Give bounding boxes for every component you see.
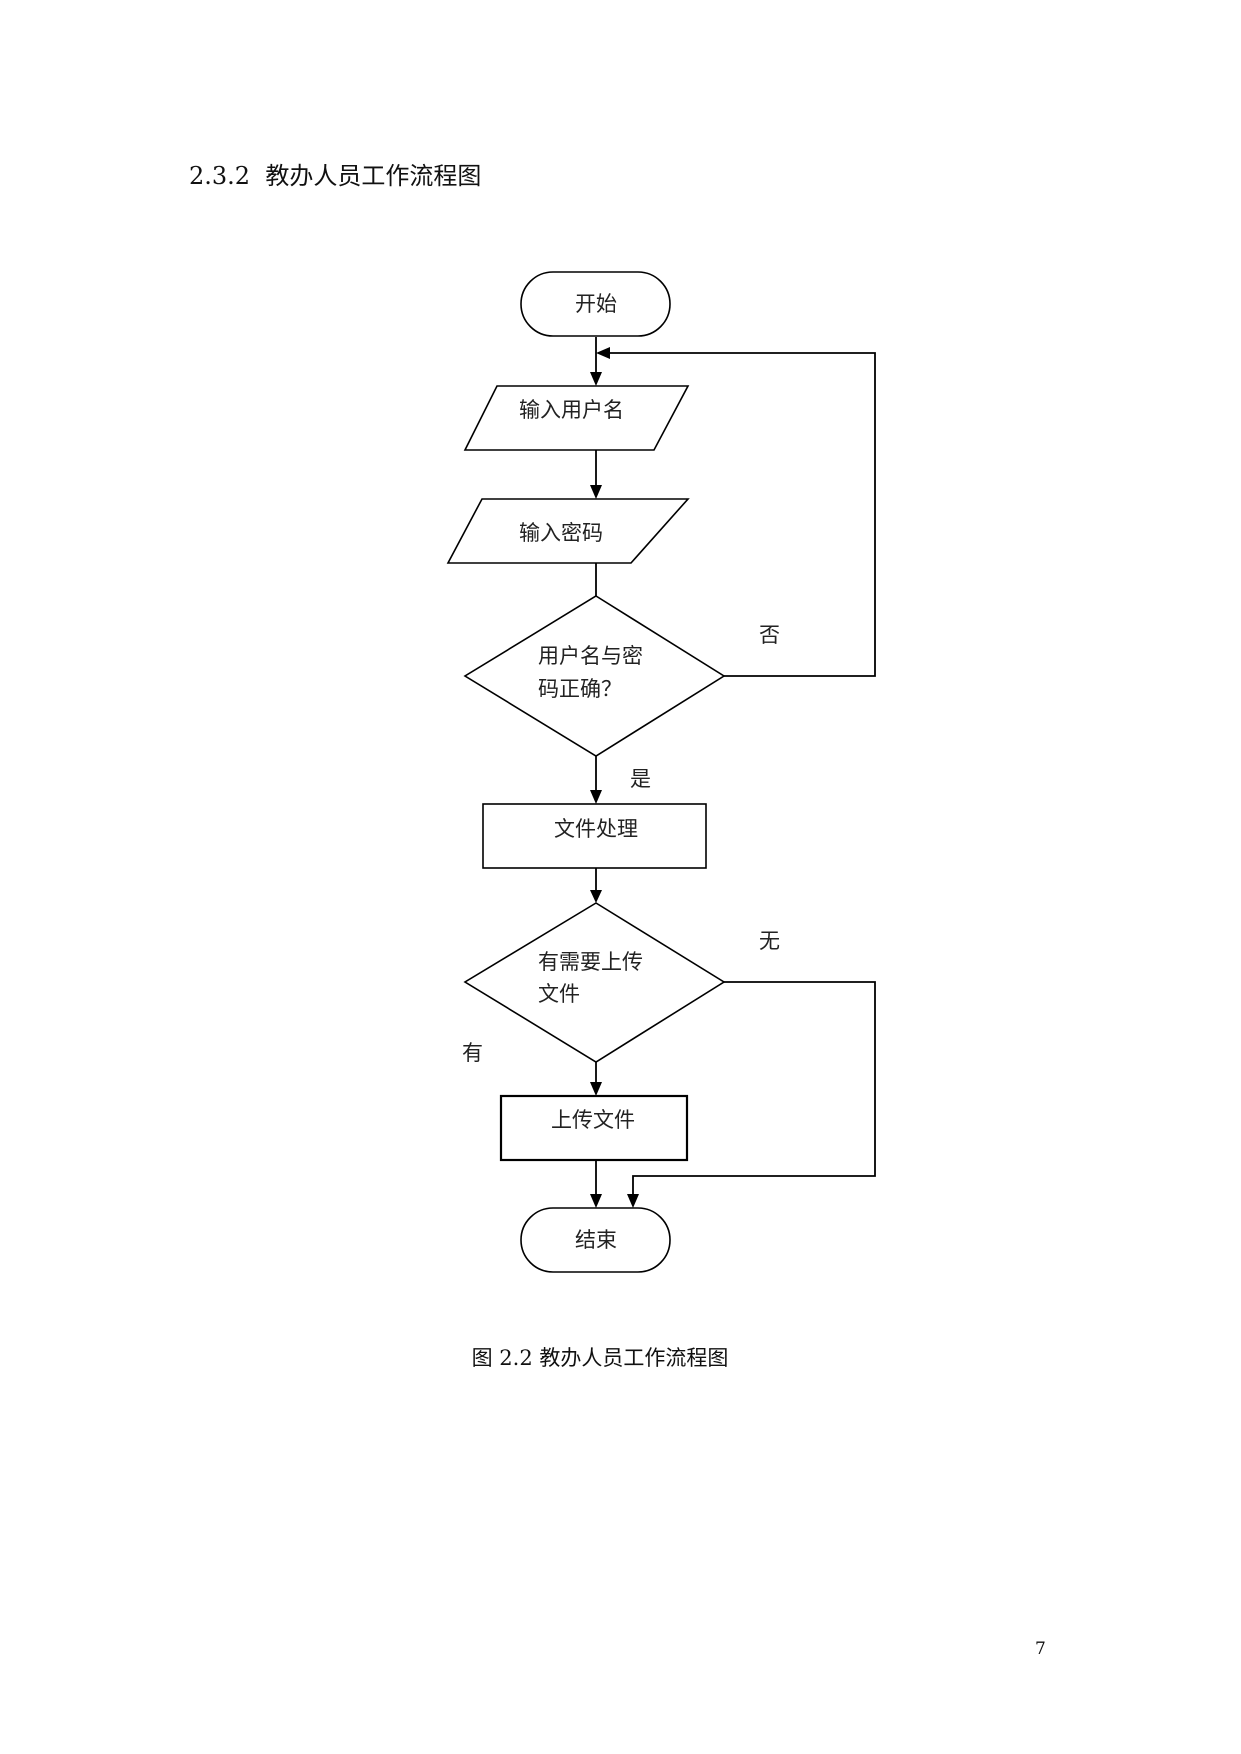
arrowhead-username [590, 372, 602, 386]
arrowhead-loop-back [596, 347, 610, 359]
input-password-label: 输入密码 [519, 521, 603, 545]
upload-file-label: 上传文件 [551, 1108, 635, 1132]
node-process-files: 文件处理 [482, 803, 707, 869]
edge-label-yes: 是 [630, 767, 651, 791]
arrowhead-upload-file [590, 1082, 602, 1096]
check-credentials-label-line1: 用户名与密 [538, 644, 643, 668]
terminator-start [520, 271, 671, 337]
connector-upload-none [632, 981, 876, 1194]
figure-caption: 图 2.2 教办人员工作流程图 [471, 1346, 729, 1370]
arrowhead-end-left [590, 1194, 602, 1208]
connectors [590, 337, 876, 1208]
connector-credentials-no-loop [610, 352, 876, 677]
node-need-upload: 有需要上传 文件 [463, 902, 726, 1063]
node-start: 开始 [520, 271, 671, 337]
arrowhead-password [590, 485, 602, 499]
process-files-label: 文件处理 [554, 817, 638, 841]
end-label: 结束 [575, 1228, 617, 1252]
node-check-credentials: 用户名与密 码正确？ [463, 595, 726, 757]
node-input-username: 输入用户名 [463, 385, 690, 451]
input-username-label: 输入用户名 [519, 398, 624, 422]
edge-label-none: 无 [759, 929, 780, 953]
decision-credentials [463, 595, 726, 757]
need-upload-label-line1: 有需要上传 [538, 950, 643, 974]
parallelogram-password [446, 498, 690, 564]
node-upload-file: 上传文件 [499, 1094, 689, 1162]
parallelogram-username [463, 385, 690, 451]
arrowhead-process [590, 790, 602, 804]
page-number: 7 [1035, 1639, 1046, 1659]
need-upload-label-line2: 文件 [538, 982, 580, 1006]
arrowhead-end-right [627, 1194, 639, 1208]
check-credentials-label-line2: 码正确？ [538, 677, 622, 701]
upload-file-box [499, 1094, 689, 1162]
start-label: 开始 [575, 292, 617, 316]
section-heading: 2.3.2 教办人员工作流程图 [189, 162, 482, 190]
arrowhead-upload-decision [590, 890, 602, 903]
decision-need-upload [463, 902, 726, 1063]
process-files-box [482, 803, 707, 869]
edge-label-no: 否 [759, 623, 780, 647]
edge-label-has: 有 [462, 1041, 483, 1065]
node-end: 结束 [520, 1207, 671, 1273]
terminator-end [520, 1207, 671, 1273]
node-input-password: 输入密码 [446, 498, 690, 564]
